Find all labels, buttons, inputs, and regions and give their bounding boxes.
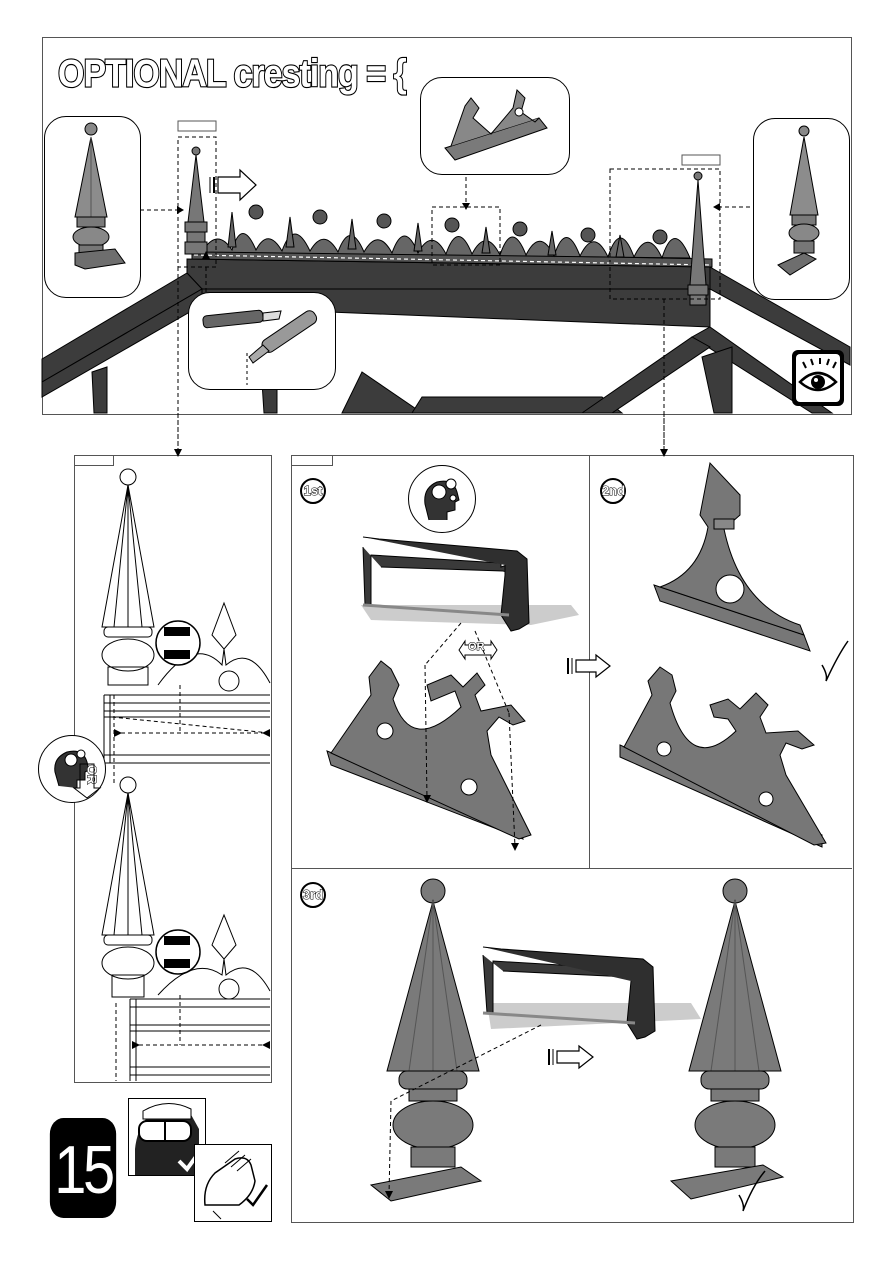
gloves-icon	[194, 1144, 272, 1222]
tools-detail	[188, 292, 336, 390]
step1-saw-illustration	[291, 455, 589, 868]
check-icon	[822, 641, 848, 681]
cresting-detail	[420, 77, 570, 175]
arrow-right-icon	[210, 170, 256, 200]
connector-arrows	[0, 413, 893, 458]
arrow-right-step3	[549, 1046, 593, 1068]
finial-detail-right	[753, 118, 850, 300]
step-number: 15	[50, 1118, 116, 1218]
step2-result-illustration	[590, 455, 852, 868]
eye-icon	[792, 350, 844, 406]
arrow-down-icon	[72, 760, 102, 800]
finial-detail-left	[44, 116, 141, 298]
step3-finial-illustration	[291, 869, 852, 1221]
or-label-saw-text: OR	[468, 641, 485, 653]
